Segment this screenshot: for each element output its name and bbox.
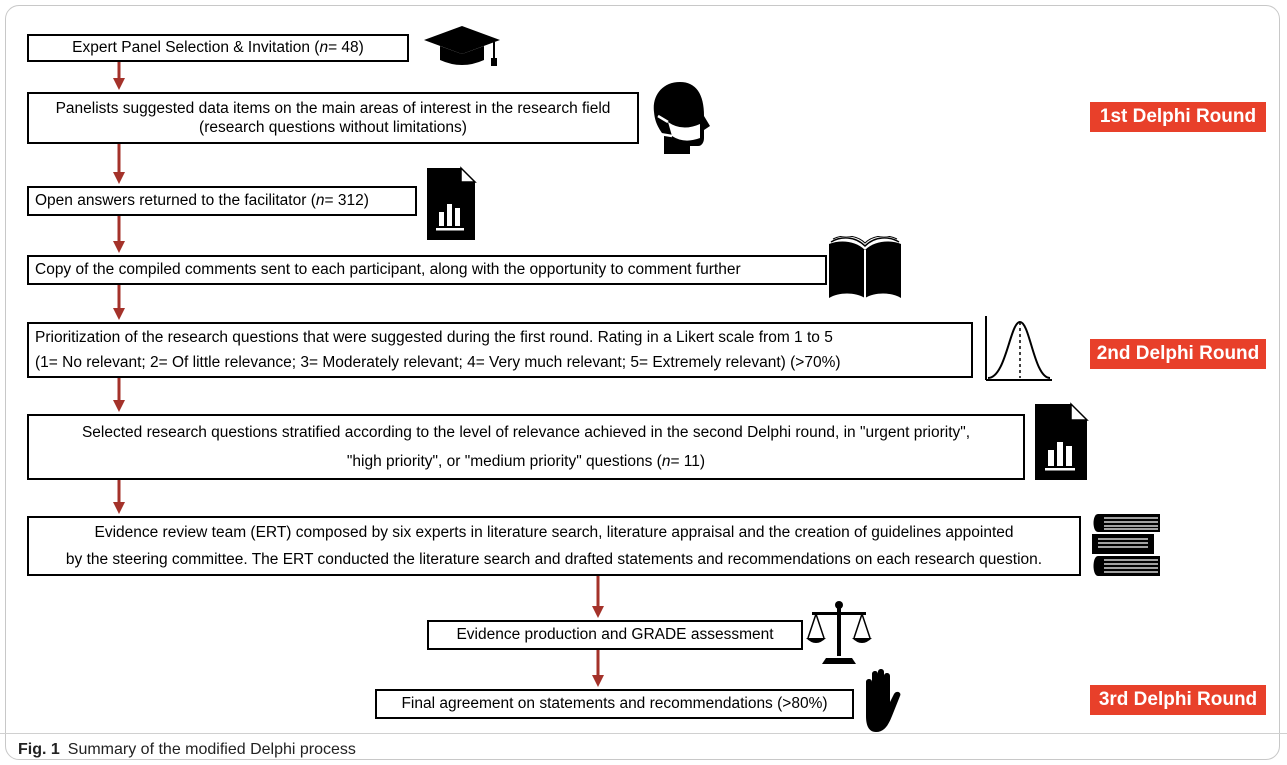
document-chart-icon <box>427 166 477 240</box>
round-badge-third: 3rd Delphi Round <box>1090 685 1266 715</box>
caption-separator <box>0 733 1287 734</box>
step-evidence-production-grade: Evidence production and GRADE assessment <box>427 620 803 650</box>
step-prioritization-likert: Prioritization of the research questions… <box>27 322 973 378</box>
figure-caption-label: Fig. 1 <box>18 741 60 758</box>
step-expert-panel-selection: Expert Panel Selection & Invitation (n= … <box>27 34 409 62</box>
raised-hand-icon <box>866 669 901 732</box>
open-book-icon <box>829 236 901 298</box>
figure-caption-text: Summary of the modified Delphi process <box>67 741 356 758</box>
bell-curve-icon <box>985 316 1052 381</box>
step-final-agreement: Final agreement on statements and recomm… <box>375 689 854 719</box>
masked-head-icon <box>653 82 710 154</box>
figure-caption: Fig. 1 Summary of the modified Delphi pro… <box>18 741 356 759</box>
book-stack-icon <box>1092 514 1160 576</box>
scales-icon <box>806 601 872 664</box>
round-badge-second: 2nd Delphi Round <box>1090 339 1266 369</box>
step-evidence-review-team: Evidence review team (ERT) composed by s… <box>27 516 1081 576</box>
step-compiled-comments-sent: Copy of the compiled comments sent to ea… <box>27 255 827 285</box>
document-chart-icon <box>1035 402 1089 480</box>
figure-frame <box>5 5 1280 760</box>
round-badge-first: 1st Delphi Round <box>1090 102 1266 132</box>
step-panelists-suggested-items: Panelists suggested data items on the ma… <box>27 92 639 144</box>
graduation-cap-icon <box>424 26 500 66</box>
step-selected-questions-stratified: Selected research questions stratified a… <box>27 414 1025 480</box>
step-open-answers-returned: Open answers returned to the facilitator… <box>27 186 417 216</box>
